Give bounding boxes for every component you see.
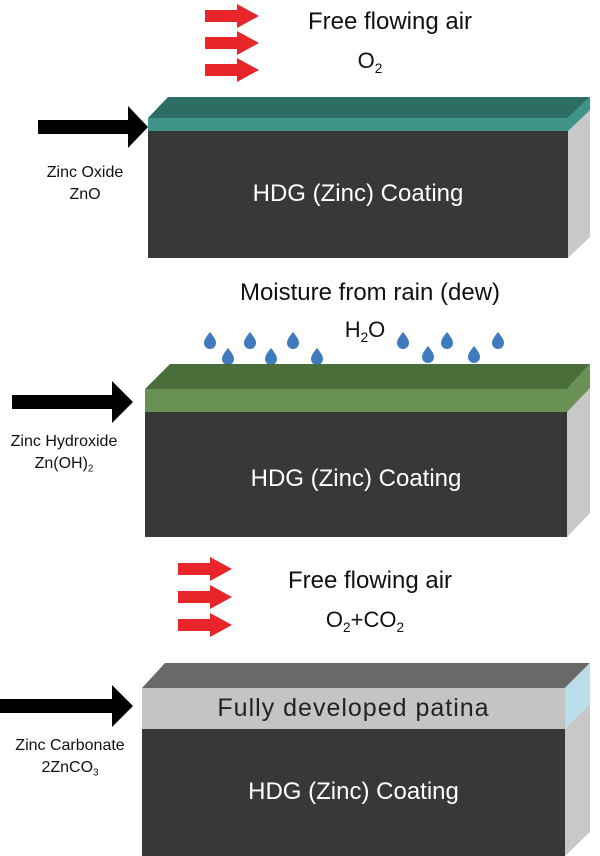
stage2-coating-label: HDG (Zinc) Coating	[250, 465, 462, 492]
oxide-layer-top	[148, 97, 590, 118]
oxide-layer	[148, 118, 568, 131]
stage2-formula: H2O	[344, 317, 386, 345]
stage3-title: Free flowing air	[287, 567, 453, 594]
stage2-side-label: Zinc Hydroxide	[10, 433, 118, 450]
air-arrow	[205, 31, 259, 55]
stage2-block	[145, 364, 590, 537]
air-arrow	[205, 58, 259, 82]
coating-side	[567, 364, 590, 537]
water-droplet	[311, 348, 323, 365]
pointer-arrow	[0, 685, 133, 727]
stage1-air-arrows	[205, 4, 259, 82]
stage1-side-label: Zinc Oxide	[46, 164, 124, 181]
patina-layer	[142, 688, 565, 729]
stage1-title: Free flowing air	[307, 8, 473, 35]
water-droplet	[492, 332, 504, 349]
stage2-side-formula: Zn(OH)2	[34, 455, 94, 475]
air-arrow	[178, 557, 232, 581]
pointer-arrow	[12, 381, 133, 423]
air-arrow	[178, 613, 232, 637]
stage3-side-label: Zinc Carbonate	[15, 737, 125, 754]
hydroxide-layer	[145, 389, 567, 412]
stage2-droplets	[204, 332, 504, 365]
hydroxide-layer-top	[145, 364, 590, 389]
patina-layer-side	[565, 663, 590, 729]
air-arrow	[178, 585, 232, 609]
water-droplet	[287, 332, 299, 349]
air-arrow	[205, 4, 259, 28]
water-droplet	[468, 346, 480, 363]
stage3-side-formula: 2ZnCO3	[41, 759, 99, 779]
coating-side	[568, 97, 590, 258]
stage3-block	[142, 663, 590, 856]
stage1-formula: O2	[357, 48, 383, 76]
hydroxide-layer-side	[567, 364, 590, 412]
water-droplet	[397, 332, 409, 349]
stage1-block	[148, 97, 590, 258]
water-droplet	[265, 348, 277, 365]
water-droplet	[441, 332, 453, 349]
water-droplet	[204, 332, 216, 349]
coating-front	[145, 412, 567, 537]
stage3-air-arrows	[178, 557, 232, 637]
patina-label: Fully developed patina	[217, 694, 490, 722]
pointer-arrow	[38, 106, 148, 148]
water-droplet	[422, 346, 434, 363]
stage1-coating-label: HDG (Zinc) Coating	[252, 180, 464, 207]
coating-front	[142, 729, 565, 856]
stage1-side-formula: ZnO	[69, 186, 101, 203]
oxide-layer-side	[568, 97, 590, 131]
water-droplet	[244, 332, 256, 349]
water-droplet	[222, 348, 234, 365]
stage3-coating-label: HDG (Zinc) Coating	[248, 778, 459, 805]
patina-layer-top	[142, 663, 590, 688]
stage3-formula: O2+CO2	[325, 607, 405, 635]
coating-front	[148, 131, 568, 258]
stage2-title: Moisture from rain (dew)	[239, 279, 501, 306]
